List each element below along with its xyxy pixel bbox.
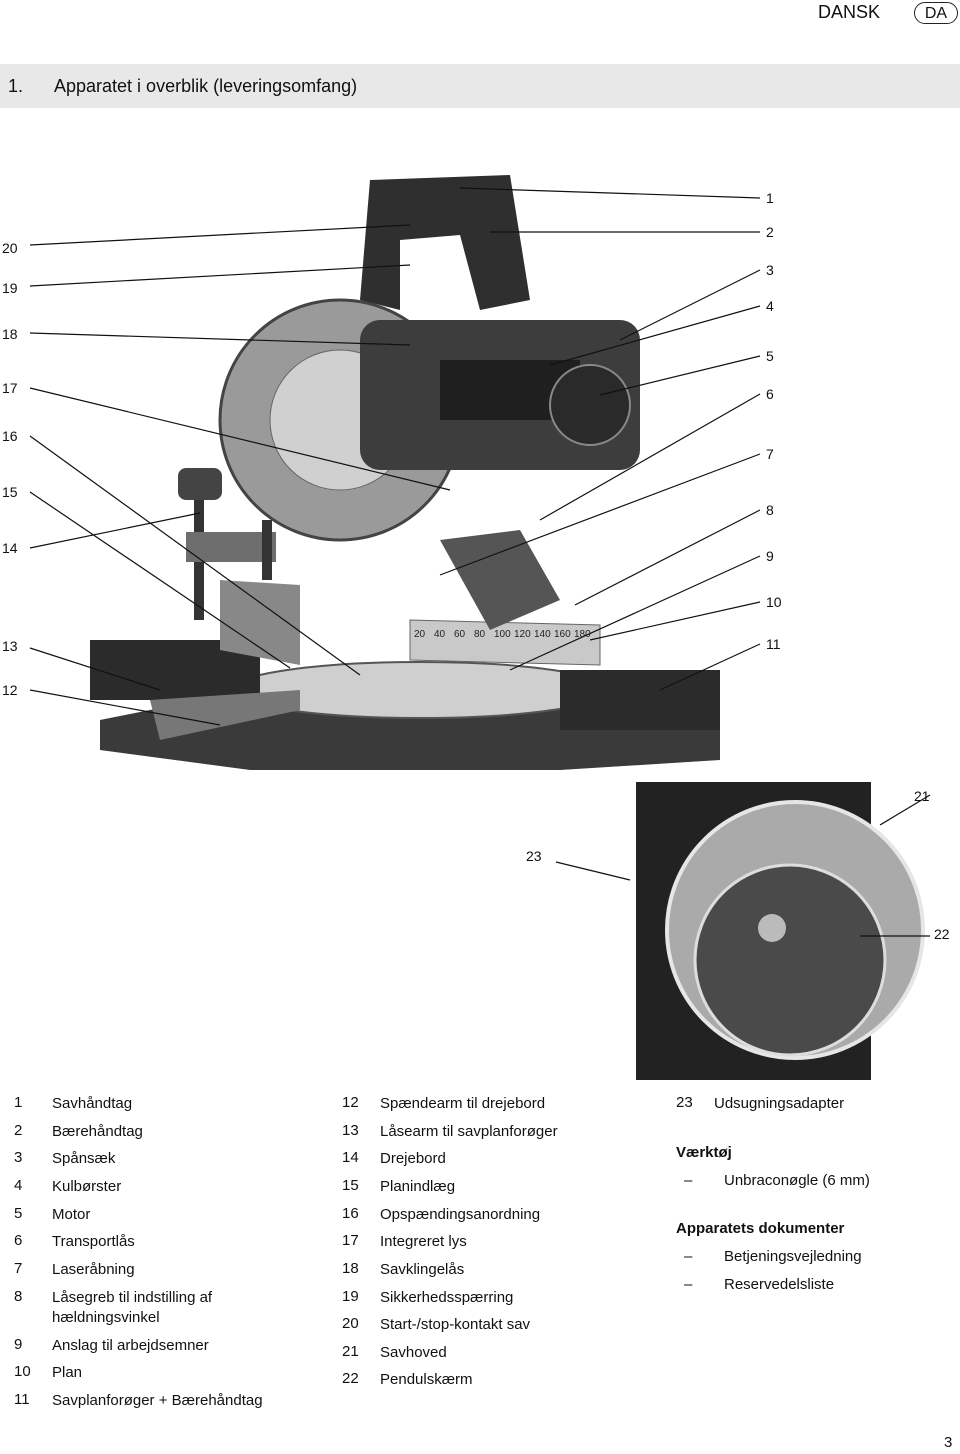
callout-17: 17 xyxy=(2,380,18,396)
language-label: DANSK xyxy=(818,2,881,22)
tools-heading: Værktøj xyxy=(676,1144,732,1161)
fence-scale-label: 140 xyxy=(534,629,551,640)
callout-8: 8 xyxy=(766,502,774,518)
callout-12: 12 xyxy=(2,682,18,698)
callout-20: 20 xyxy=(2,240,18,256)
callout-11: 11 xyxy=(766,636,781,652)
callout-21: 21 xyxy=(914,788,930,804)
callout-18: 18 xyxy=(2,326,18,342)
callout-22: 22 xyxy=(934,926,950,942)
callout-7: 7 xyxy=(766,446,774,462)
fence-scale-label: 180 xyxy=(574,629,591,640)
callout-2: 2 xyxy=(766,224,774,240)
fence-scale-label: 60 xyxy=(454,629,466,640)
section-number: 1. xyxy=(8,76,24,96)
page-number: 3 xyxy=(944,1434,953,1451)
callout-15: 15 xyxy=(2,484,18,500)
section-title: Apparatet i overblik (leveringsomfang) xyxy=(54,76,358,96)
fence-scale-label: 120 xyxy=(514,629,531,640)
fence-scale-label: 100 xyxy=(494,629,511,640)
callout-6: 6 xyxy=(766,386,774,402)
language-code-badge: DA xyxy=(914,2,958,24)
callout-10: 10 xyxy=(766,594,782,610)
callout-13: 13 xyxy=(2,638,18,654)
callout-16: 16 xyxy=(2,428,18,444)
callout-3: 3 xyxy=(766,262,774,278)
fence-scale-label: 20 xyxy=(414,629,426,640)
documents-heading: Apparatets dokumenter xyxy=(676,1220,845,1237)
callout-1: 1 xyxy=(766,190,774,206)
fence-scale-label: 160 xyxy=(554,629,571,640)
callout-5: 5 xyxy=(766,348,774,364)
callout-4: 4 xyxy=(766,298,774,314)
fence-scale-label: 40 xyxy=(434,629,446,640)
callout-19: 19 xyxy=(2,280,18,296)
callout-23: 23 xyxy=(526,848,542,864)
callout-9: 9 xyxy=(766,548,774,564)
fence-scale-label: 80 xyxy=(474,629,486,640)
section-title-bar: 1. Apparatet i overblik (leveringsomfang) xyxy=(0,64,960,108)
callout-14: 14 xyxy=(2,540,18,556)
